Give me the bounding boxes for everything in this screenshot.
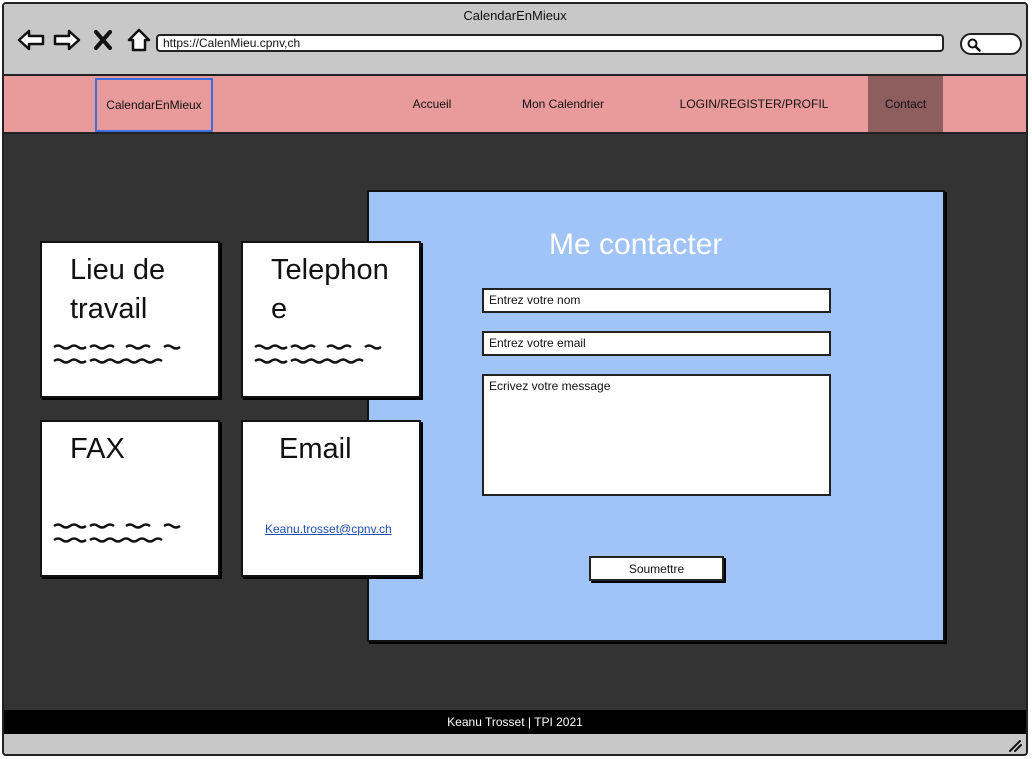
placeholder-text-scribble bbox=[53, 523, 181, 543]
email-link[interactable]: Keanu.trosset@cpnv.ch bbox=[265, 522, 392, 536]
address-bar[interactable]: https://CalenMieu.cpnv,ch bbox=[156, 34, 944, 52]
card-title: Lieu de travail bbox=[70, 254, 166, 325]
search-icon bbox=[967, 38, 981, 52]
card-title: Email bbox=[279, 433, 352, 465]
card-title: FAX bbox=[70, 433, 125, 465]
submit-button[interactable]: Soumettre bbox=[589, 556, 724, 581]
resize-grip-icon[interactable] bbox=[1006, 738, 1022, 752]
card-title: Telephone bbox=[271, 254, 389, 325]
nav-link-mon-calendrier[interactable]: Mon Calendrier bbox=[521, 97, 605, 111]
home-icon[interactable] bbox=[124, 26, 154, 54]
nav-link-login-register-profil[interactable]: LOGIN/REGISTER/PROFIL bbox=[679, 97, 829, 111]
info-card-email: Email Keanu.trosset@cpnv.ch bbox=[241, 420, 421, 577]
forward-arrow-icon[interactable] bbox=[52, 26, 82, 54]
message-textarea[interactable]: Ecrivez votre message bbox=[482, 374, 831, 496]
back-arrow-icon[interactable] bbox=[16, 26, 46, 54]
window-title: CalendarEnMieux bbox=[463, 8, 567, 23]
nav-link-accueil[interactable]: Accueil bbox=[412, 97, 452, 111]
nav-link-contact[interactable]: Contact bbox=[868, 76, 943, 132]
placeholder-text-scribble bbox=[254, 344, 382, 364]
info-card-fax: FAX bbox=[40, 420, 220, 577]
info-card-lieu-de-travail: Lieu de travail bbox=[40, 241, 220, 398]
browser-nav-controls bbox=[16, 26, 154, 54]
name-input[interactable]: Entrez votre nom bbox=[482, 288, 831, 313]
brand-link[interactable]: CalendarEnMieux bbox=[95, 78, 213, 132]
close-icon[interactable] bbox=[88, 26, 118, 54]
site-footer: Keanu Trosset | TPI 2021 bbox=[4, 710, 1026, 734]
email-input[interactable]: Entrez votre email bbox=[482, 331, 831, 356]
info-card-telephone: Telephone bbox=[241, 241, 421, 398]
contact-title: Me contacter bbox=[549, 228, 723, 261]
page-viewport: CalendarEnMieux Accueil Mon Calendrier L… bbox=[4, 74, 1026, 734]
browser-search-field[interactable] bbox=[960, 33, 1022, 55]
site-navbar: CalendarEnMieux Accueil Mon Calendrier L… bbox=[4, 76, 1026, 134]
placeholder-text-scribble bbox=[53, 344, 181, 364]
contact-form-panel: Me contacter Entrez votre nom Entrez vot… bbox=[367, 190, 945, 642]
